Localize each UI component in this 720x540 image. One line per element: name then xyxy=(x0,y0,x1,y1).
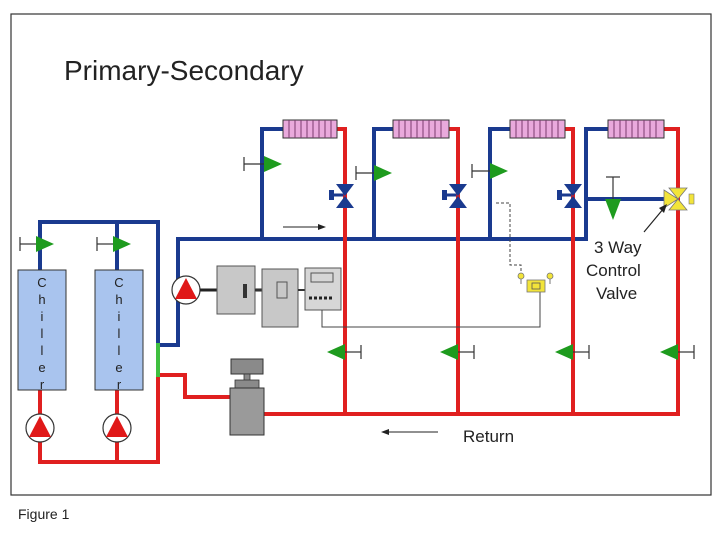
chiller-1: C h i l l e r xyxy=(17,269,67,392)
return-label: Return xyxy=(463,427,514,446)
two-way-valve-icon xyxy=(557,184,582,208)
two-way-valve-icon xyxy=(442,184,467,208)
chiller-1-label-r: r xyxy=(40,377,45,392)
expansion-tank-icon xyxy=(229,358,265,436)
chiller-2-label-i: i xyxy=(118,309,121,324)
pump-icon xyxy=(25,413,55,443)
chiller-1-label-e: e xyxy=(38,360,45,375)
supply-flow-arrow xyxy=(283,224,326,230)
branch4-return xyxy=(662,127,680,416)
chiller-1-label-i: i xyxy=(41,309,44,324)
check-valve-icon xyxy=(555,344,590,360)
chiller-2-label-l1: l xyxy=(118,326,121,341)
chiller-2-label-c: C xyxy=(114,275,123,290)
coil-icon xyxy=(607,119,665,139)
chiller-1-label-c: C xyxy=(37,275,46,290)
controller-icon xyxy=(304,267,342,311)
check-valve-icon xyxy=(440,344,475,360)
valve-annotation-arrow xyxy=(643,204,667,233)
check-valve-icon xyxy=(243,156,282,172)
valve-label-line2: Control xyxy=(586,261,641,280)
coil-icon xyxy=(392,119,450,139)
pressure-sensor-icon xyxy=(517,272,554,293)
valve-label-line3: Valve xyxy=(596,284,637,303)
secondary-loop xyxy=(176,127,680,416)
branch3-return xyxy=(563,127,575,416)
chiller-2: C h i l l e r xyxy=(94,269,144,392)
branch2-supply xyxy=(372,127,395,241)
chiller-2-label-e: e xyxy=(115,360,122,375)
control-signal-wire xyxy=(321,292,541,328)
coil-icon xyxy=(509,119,566,139)
check-valve-icon xyxy=(605,176,621,220)
chiller-1-label-h: h xyxy=(38,292,45,307)
sensor-dashed-wire xyxy=(496,202,522,278)
starter-panel xyxy=(261,268,299,328)
branch1-supply xyxy=(260,127,285,241)
chiller-2-label-l2: l xyxy=(118,343,121,358)
check-valve-icon xyxy=(96,236,131,252)
pump-icon xyxy=(171,275,201,305)
three-way-valve-icon xyxy=(663,187,695,211)
secondary-supply-header xyxy=(176,237,588,292)
branch3-supply xyxy=(488,127,512,241)
check-valve-icon xyxy=(471,163,508,179)
check-valve-icon xyxy=(660,344,695,360)
diagram-frame xyxy=(10,13,712,496)
drive-panel xyxy=(216,265,256,315)
chiller-1-label-l1: l xyxy=(41,326,44,341)
branch1-return xyxy=(335,127,347,416)
two-way-valve-icon xyxy=(329,184,354,208)
primary-supply-pipe xyxy=(38,220,180,347)
check-valve-icon xyxy=(355,165,392,181)
check-valve-icon xyxy=(327,344,362,360)
return-flow-arrow xyxy=(381,429,438,435)
coil-icon xyxy=(282,119,338,139)
chiller-1-label-l2: l xyxy=(41,343,44,358)
chiller-2-label-h: h xyxy=(115,292,122,307)
branch4-supply xyxy=(584,127,610,241)
pump-icon xyxy=(102,413,132,443)
branch2-return xyxy=(447,127,460,416)
chiller-2-label-r: r xyxy=(117,377,122,392)
valve-label-line1: 3 Way xyxy=(594,238,642,257)
primary-loop xyxy=(38,220,234,464)
figure-caption: Figure 1 xyxy=(18,506,70,522)
check-valve-icon xyxy=(19,236,54,252)
diagram-title: Primary-Secondary xyxy=(64,55,304,86)
